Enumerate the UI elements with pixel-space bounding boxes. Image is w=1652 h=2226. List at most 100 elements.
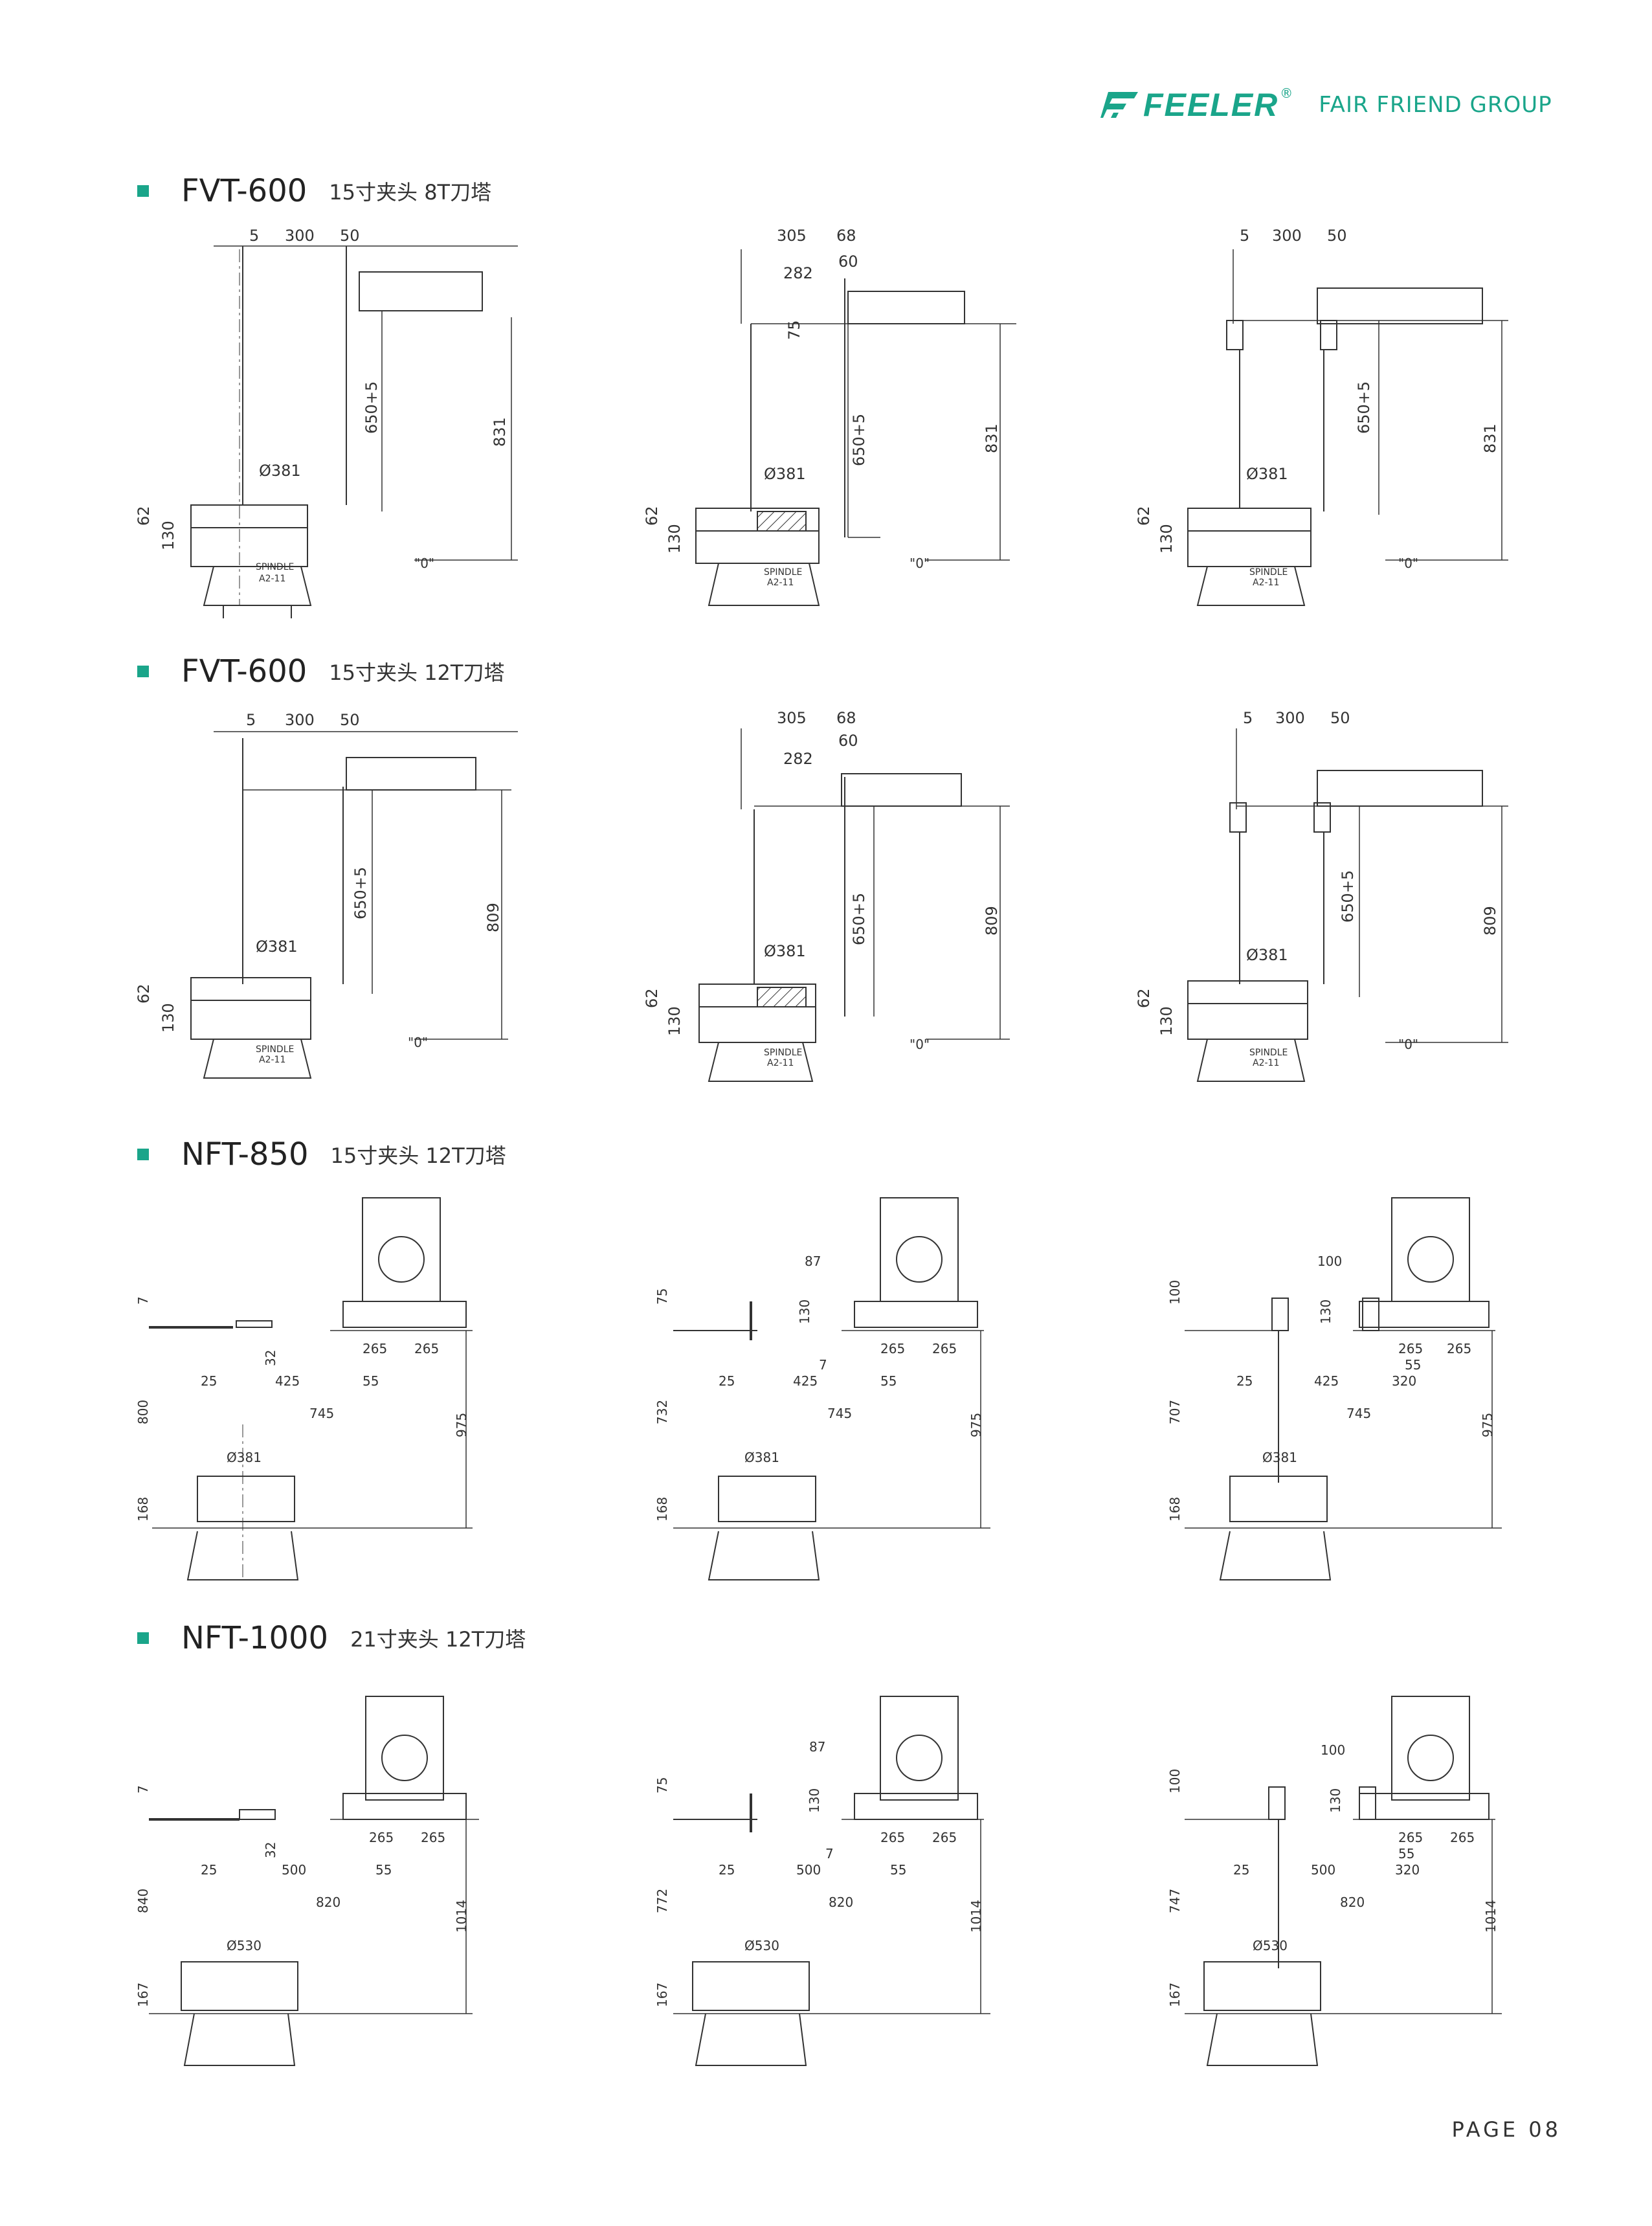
- feeler-logo-icon: [1100, 92, 1138, 118]
- dim-809: 809: [484, 903, 502, 932]
- dim-265: 265: [880, 1341, 905, 1356]
- dim-168: 168: [135, 1497, 151, 1522]
- dim-62: 62: [643, 506, 661, 526]
- dim-75: 75: [785, 320, 803, 340]
- dim-100: 100: [1321, 1742, 1345, 1758]
- dim-282: 282: [783, 264, 813, 282]
- dim-772: 772: [654, 1889, 670, 1913]
- spindle-label: SPINDLE: [1249, 1048, 1288, 1058]
- dim-130: 130: [807, 1788, 822, 1813]
- model-name: NFT-850: [181, 1136, 309, 1173]
- dim-747: 747: [1167, 1889, 1183, 1913]
- dim-265: 265: [414, 1341, 439, 1356]
- dim-stroke: 650+5: [363, 381, 381, 434]
- dim-25: 25: [719, 1862, 735, 1878]
- dim-975: 975: [454, 1413, 469, 1437]
- dim-130: 130: [1157, 1006, 1176, 1036]
- dim-130: 130: [1157, 524, 1176, 554]
- model-spec: 15寸夹头 12T刀塔: [330, 1143, 506, 1168]
- dim-831: 831: [1481, 423, 1499, 453]
- dim-100: 100: [1167, 1769, 1183, 1793]
- dim-25: 25: [1233, 1862, 1249, 1878]
- spindle-nose-label: A2-11: [259, 1055, 285, 1065]
- spindle-label: SPINDLE: [256, 1044, 294, 1055]
- brand-name: FEELER: [1143, 87, 1279, 123]
- dim-5: 5: [249, 227, 259, 245]
- dim-68: 68: [836, 227, 856, 245]
- dim-975: 975: [968, 1413, 984, 1437]
- nft1000-drawing-1: [149, 1696, 479, 2066]
- dim-300: 300: [285, 227, 315, 245]
- spindle-nose-label: A2-11: [1253, 578, 1279, 588]
- section-title: FVT-600 15寸夹头 8T刀塔: [137, 172, 491, 210]
- dim-87: 87: [809, 1739, 825, 1755]
- nft850-drawing-2: [673, 1197, 990, 1580]
- dim-500: 500: [282, 1862, 306, 1878]
- dim-820: 820: [1340, 1894, 1365, 1910]
- group-name: FAIR FRIEND GROUP: [1319, 92, 1552, 118]
- dim-32: 32: [263, 1350, 278, 1366]
- dim-bore: Ø381: [259, 462, 301, 480]
- dim-bore: Ø381: [764, 465, 806, 483]
- dim-bore: Ø381: [1246, 465, 1288, 483]
- dim-55: 55: [363, 1373, 379, 1389]
- dim-bore: Ø381: [1246, 946, 1288, 964]
- fvt600-12t-drawing-3: [1187, 728, 1508, 1082]
- dim-stroke: 650+5: [1355, 381, 1373, 434]
- dim-130: 130: [159, 1003, 177, 1033]
- model-name: FVT-600: [181, 653, 307, 690]
- fvt600-12t-dim-labels: 5 300 50 650+5 809 Ø381 62 130 SPINDLE A…: [135, 709, 1499, 1068]
- zero-label: "0": [1398, 1037, 1418, 1052]
- dim-55: 55: [880, 1373, 897, 1389]
- fvt600-12t-drawing-2: [698, 728, 1010, 1082]
- dim-745: 745: [309, 1406, 334, 1421]
- spindle-label: SPINDLE: [1249, 567, 1288, 578]
- nft850-drawing-3: [1185, 1197, 1502, 1580]
- dim-7: 7: [825, 1846, 834, 1861]
- dim-265: 265: [1450, 1830, 1475, 1845]
- nft1000-dim-labels: 7 32 265 265 25 500 55 820 840 1014 Ø530…: [135, 1739, 1499, 2007]
- spindle-nose-label: A2-11: [1253, 1058, 1279, 1068]
- section-title: NFT-1000 21寸夹头 12T刀塔: [137, 1619, 526, 1658]
- dim-168: 168: [654, 1497, 670, 1522]
- dim-300: 300: [1272, 227, 1302, 245]
- model-name: FVT-600: [181, 173, 307, 209]
- spindle-nose-label: A2-11: [259, 574, 285, 584]
- section-bullet: [137, 1149, 149, 1160]
- dim-7: 7: [135, 1296, 151, 1305]
- dim-130: 130: [159, 521, 177, 550]
- dim-305: 305: [777, 227, 807, 245]
- dim-265: 265: [1398, 1830, 1423, 1845]
- section-bullet: [137, 185, 149, 197]
- dim-55: 55: [375, 1862, 392, 1878]
- dim-745: 745: [1346, 1406, 1371, 1421]
- fvt600-8t-dim-labels: 5 300 50 650+5 831 Ø381 62 130 SPINDLE A…: [135, 227, 1499, 588]
- dim-bore: Ø530: [227, 1938, 262, 1953]
- dim-bore: Ø530: [744, 1938, 779, 1953]
- model-spec: 15寸夹头 12T刀塔: [329, 660, 505, 685]
- dim-732: 732: [654, 1400, 670, 1424]
- dim-831: 831: [491, 417, 509, 447]
- dim-130: 130: [665, 1006, 684, 1036]
- zero-label: "0": [910, 1037, 930, 1052]
- fvt600-8t-drawing-1: [190, 245, 518, 618]
- dim-820: 820: [316, 1894, 340, 1910]
- dim-bore: Ø381: [256, 938, 298, 956]
- fvt600-12t-drawing-1: [190, 731, 518, 1079]
- dim-282: 282: [783, 750, 813, 768]
- dim-320: 320: [1395, 1862, 1420, 1878]
- dim-50: 50: [340, 711, 360, 729]
- dim-130: 130: [797, 1299, 812, 1324]
- dim-stroke: 650+5: [352, 867, 370, 919]
- dim-820: 820: [829, 1894, 853, 1910]
- fvt600-8t-drawing-2: [695, 249, 1016, 606]
- dim-265: 265: [880, 1830, 905, 1845]
- dim-265: 265: [932, 1341, 957, 1356]
- dim-62: 62: [1135, 988, 1153, 1008]
- dim-305: 305: [777, 709, 807, 727]
- page-number: PAGE 08: [1451, 2117, 1561, 2142]
- dim-265: 265: [932, 1830, 957, 1845]
- dim-130: 130: [1318, 1299, 1334, 1324]
- dim-425: 425: [1314, 1373, 1339, 1389]
- registered-mark: ®: [1280, 85, 1293, 101]
